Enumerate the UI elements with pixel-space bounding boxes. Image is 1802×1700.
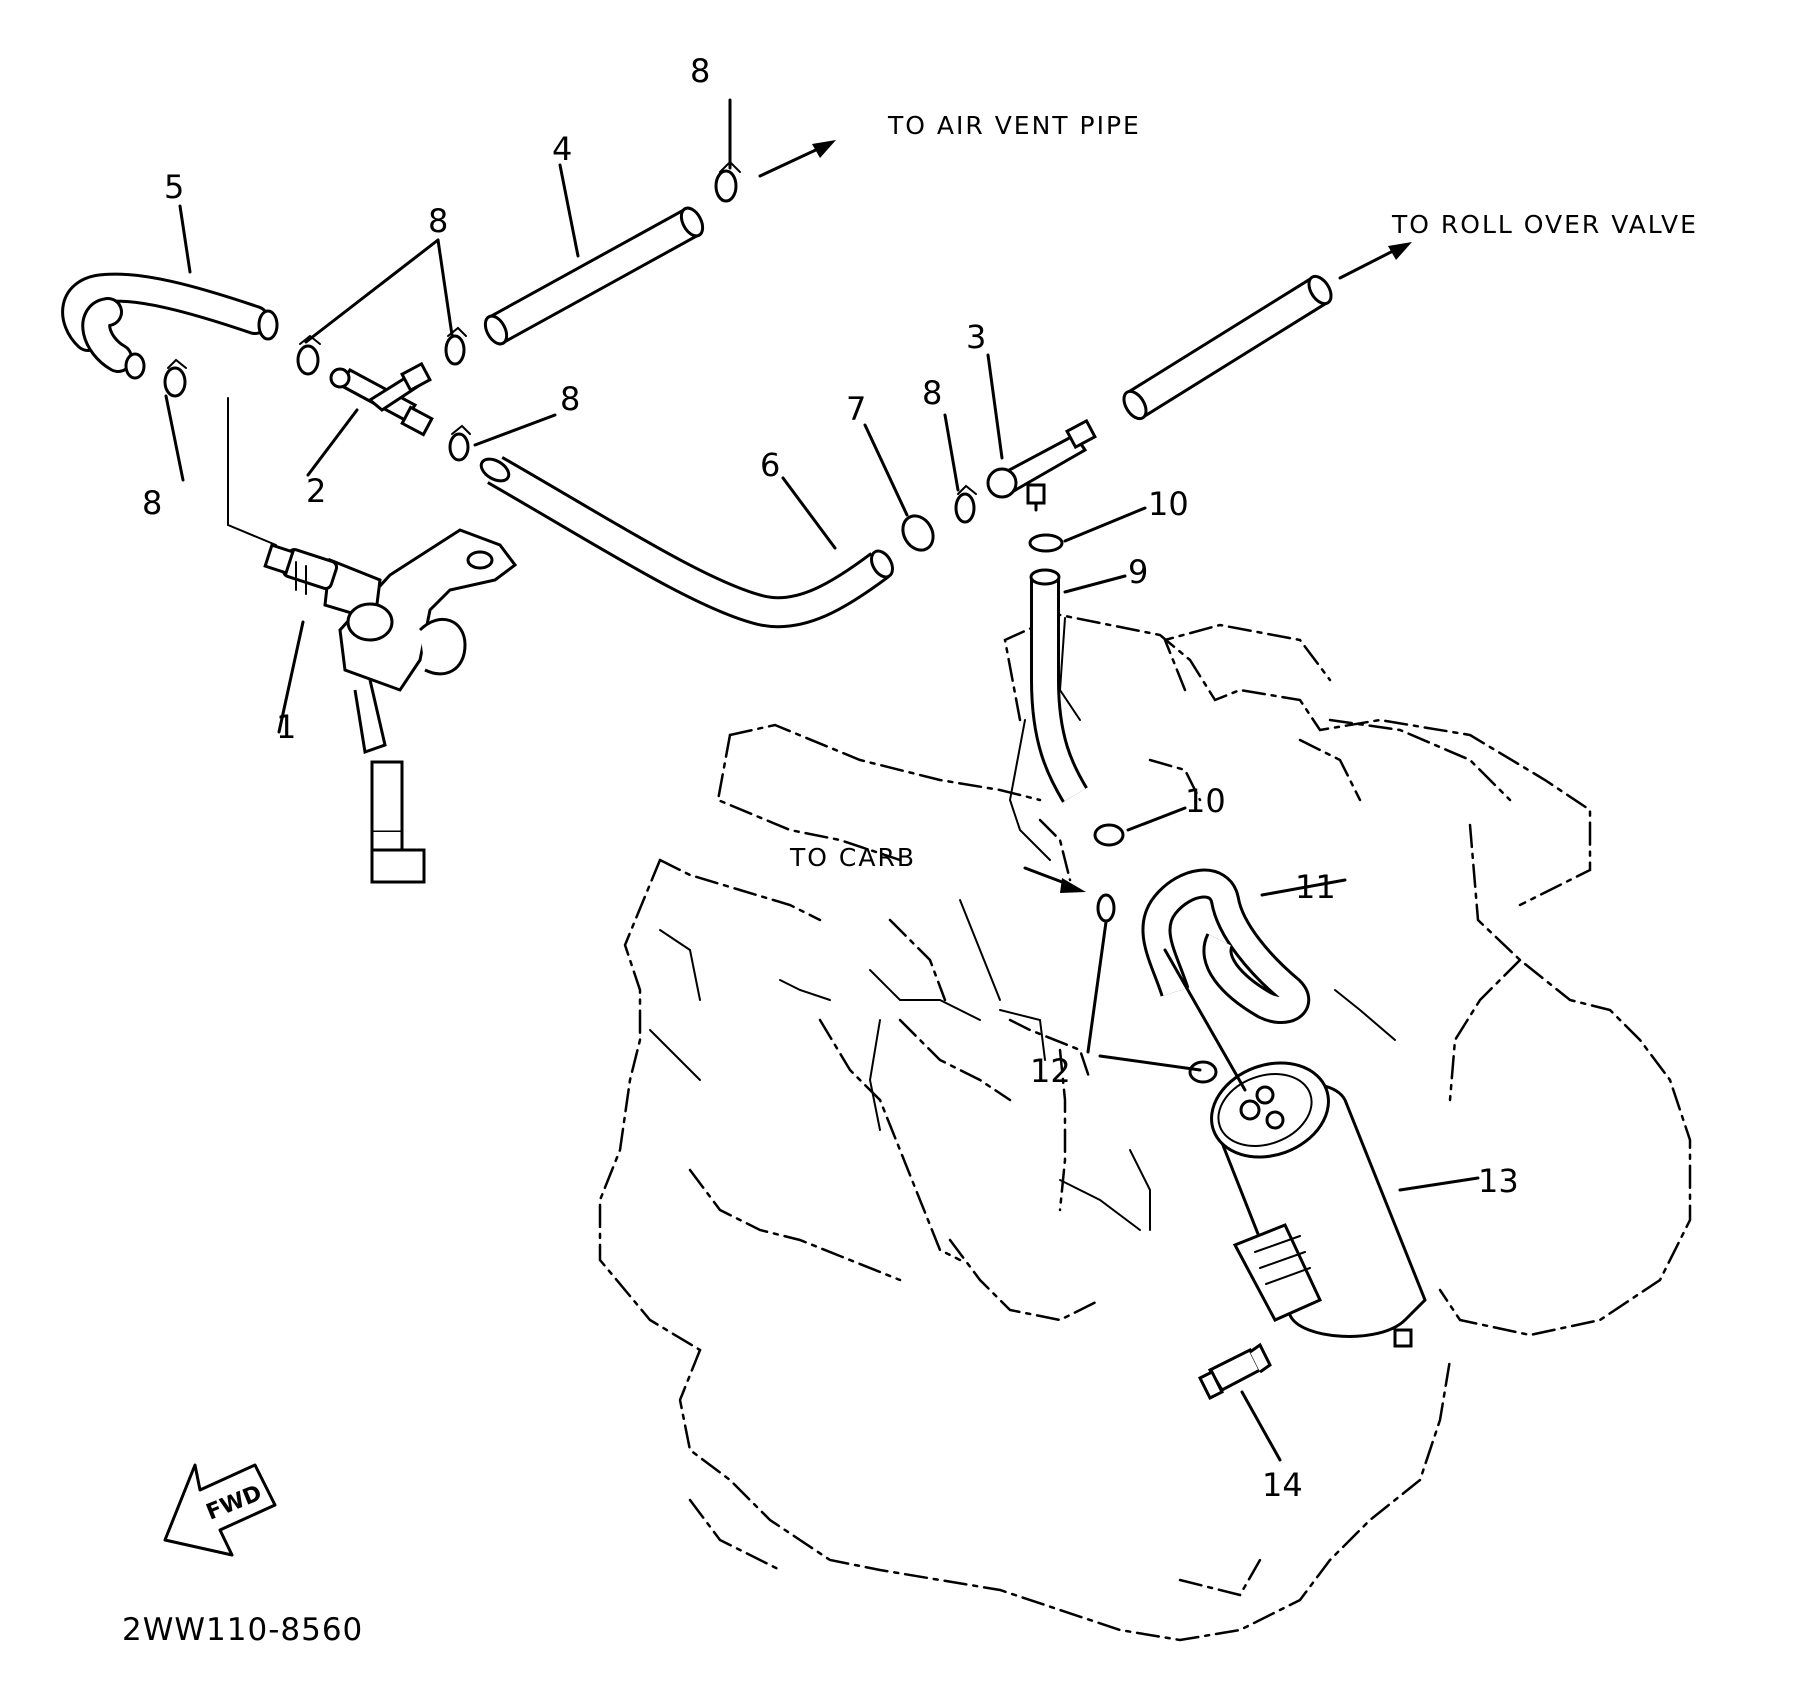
clamp-12-lower bbox=[1188, 1060, 1218, 1084]
bolt-14 bbox=[1197, 1342, 1272, 1401]
callout-13: 13 bbox=[1478, 1162, 1519, 1200]
hose-6 bbox=[479, 456, 894, 629]
callout-11: 11 bbox=[1295, 868, 1336, 906]
canister-13 bbox=[1210, 1061, 1427, 1348]
note-air-vent: TO AIR VENT PIPE bbox=[887, 111, 1141, 140]
callout-14: 14 bbox=[1262, 1466, 1303, 1504]
hose-9 bbox=[1029, 568, 1088, 803]
callout-6: 6 bbox=[760, 446, 780, 484]
callout-9: 9 bbox=[1128, 553, 1148, 591]
callout-8-left: 8 bbox=[142, 484, 162, 522]
direction-arrows bbox=[758, 140, 1412, 893]
note-roll-over: TO ROLL OVER VALVE bbox=[1391, 210, 1698, 239]
hose-roll-over bbox=[1122, 274, 1333, 421]
hose-5 bbox=[61, 272, 279, 380]
callout-8-tee: 8 bbox=[560, 380, 580, 418]
t-joint-2 bbox=[329, 361, 434, 437]
valve-assembly-1 bbox=[263, 528, 518, 884]
clamp-10-upper bbox=[1028, 533, 1064, 553]
callout-4: 4 bbox=[552, 130, 572, 168]
callout-5: 5 bbox=[164, 168, 184, 206]
callout-7: 7 bbox=[846, 390, 866, 428]
callout-1: 1 bbox=[276, 708, 296, 746]
coupler-7 bbox=[901, 514, 935, 552]
routing-notes: TO AIR VENT PIPE TO ROLL OVER VALVE TO C… bbox=[789, 111, 1698, 872]
callout-10-lower: 10 bbox=[1185, 782, 1226, 820]
hose-11 bbox=[1141, 868, 1311, 1024]
forward-arrow-icon: FWD bbox=[163, 1463, 277, 1557]
clamp-12-upper bbox=[1096, 893, 1116, 923]
clamp-10-lower bbox=[1093, 823, 1125, 847]
leader-lines bbox=[164, 98, 1480, 1462]
diagram-code: 2WW110-8560 bbox=[122, 1612, 363, 1648]
callout-2: 2 bbox=[306, 472, 326, 510]
engine-head-lines bbox=[649, 617, 1396, 1231]
note-carb: TO CARB bbox=[789, 843, 916, 872]
callout-8-mid: 8 bbox=[428, 202, 448, 240]
callout-8-right: 8 bbox=[922, 374, 942, 412]
t-joint-3 bbox=[986, 418, 1097, 512]
engine-outline bbox=[598, 613, 1692, 1642]
callouts: 1 2 3 4 5 6 7 8 8 8 8 8 9 10 10 11 12 13… bbox=[142, 52, 1519, 1504]
hose-4 bbox=[483, 206, 705, 346]
callout-3: 3 bbox=[966, 318, 986, 356]
callout-12: 12 bbox=[1030, 1052, 1071, 1090]
callout-8-top: 8 bbox=[690, 52, 710, 90]
callout-10-upper: 10 bbox=[1148, 485, 1189, 523]
